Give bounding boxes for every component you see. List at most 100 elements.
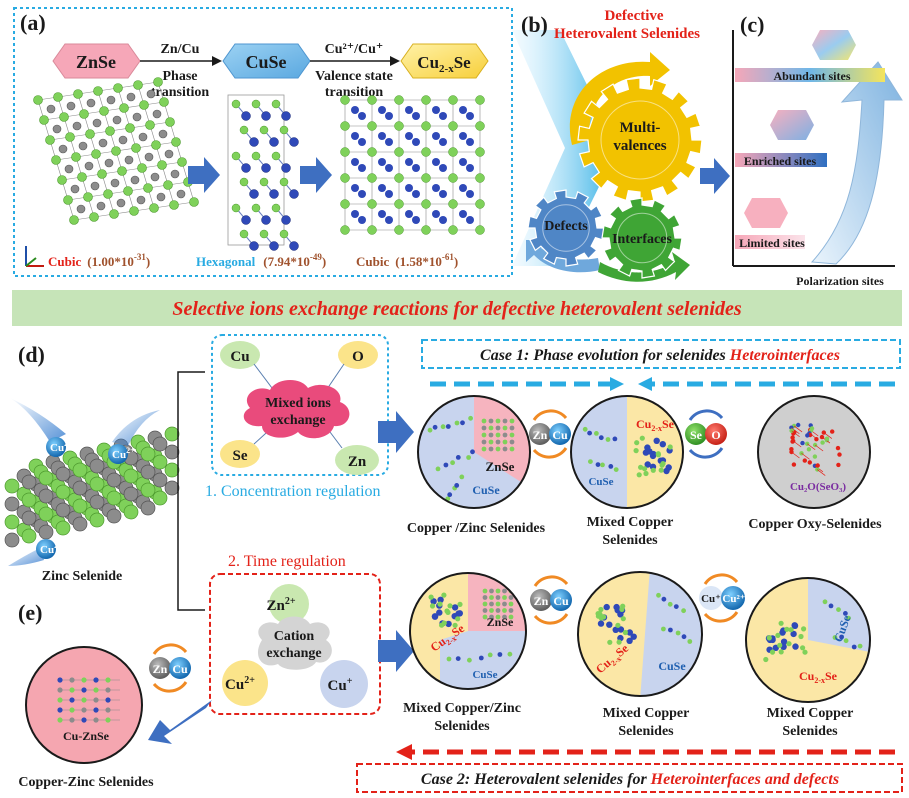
panel-b-title-1: Defective	[604, 8, 663, 24]
hex-exp: -49	[310, 252, 322, 262]
crystal-arrow-2	[300, 157, 332, 193]
cu-ion-3-text: Cu2+	[40, 541, 63, 556]
left-swap-zn-cu-icon	[149, 643, 191, 693]
cation-text-2: exchange	[266, 646, 321, 661]
d-to-circles-arrow	[378, 411, 414, 453]
c-bar-abundant	[735, 68, 885, 82]
cu2xse-sub: 2-x	[439, 63, 454, 75]
gear-multi-text-1: Multi-	[620, 120, 661, 136]
caption-copper-zinc: Copper /Zinc Selenides	[407, 521, 546, 536]
mix-zn-text: Zn	[348, 454, 367, 470]
hex-name: Hexagonal	[196, 254, 256, 269]
circle-copper-oxy-selenides	[757, 395, 871, 509]
cu2xse-base: Cu	[417, 53, 439, 72]
c-bar-enriched	[735, 153, 827, 167]
caption-4-1: Mixed Copper/Zinc	[403, 701, 521, 716]
cycle-arrow-blue	[526, 240, 600, 273]
circle-mixed-copper-selenides	[570, 395, 684, 509]
swap-se-o-icon	[685, 409, 727, 459]
swap-zn-cu-icon	[529, 409, 571, 459]
e-to-circles-arrow	[378, 630, 414, 672]
cubic1-close: )	[146, 254, 150, 269]
mix-o-text: O	[352, 349, 364, 365]
gear-interfaces	[601, 197, 683, 279]
case2-text-b: Heterointerfaces and defects	[650, 771, 839, 788]
cu-ion-tail-1	[10, 398, 66, 442]
gear-defects	[527, 189, 605, 267]
branch-bracket	[177, 371, 205, 611]
znse-hexagon	[52, 43, 141, 79]
znse-label: ZnSe	[76, 52, 116, 72]
left-swap-cu: Cu	[172, 662, 188, 676]
cubic1-exp: -31	[134, 252, 146, 262]
step1-arrowhead	[212, 56, 222, 66]
time-regulation-label: 2. Time regulation	[228, 553, 346, 570]
mix-se-text: Se	[233, 448, 248, 464]
case2-text-a: Case 2: Heterovalent selenides for	[421, 771, 651, 788]
cuse-label: CuSe	[245, 52, 286, 72]
swap4-cu-icon	[699, 573, 745, 623]
crystal-arrow-1	[188, 157, 220, 193]
caption-6-2: Selenides	[782, 724, 838, 739]
mix-o-bubble	[338, 341, 378, 369]
swap3-zn: Zn	[534, 594, 549, 608]
swap4-cu1: Cu⁺	[701, 593, 721, 605]
banner-text: Selective ions exchange reactions for de…	[172, 298, 742, 320]
hex-caption: Hexagonal(7.94*10-49)	[196, 252, 326, 269]
caption-4-2: Selenides	[434, 719, 490, 734]
crystal-cubic-cu2xse	[340, 95, 485, 235]
step1-top: Zn/Cu	[161, 42, 200, 57]
cu-znse-label: Cu-ZnSe	[63, 729, 110, 743]
cu-ion-2	[108, 444, 128, 464]
panel-d: (d) Cu2+ Cu2+ Cu2+ Zinc Selenide Cu O Se…	[4, 334, 901, 611]
panel-e: (e) 2. Time regulation Zn2+ Cation excha…	[18, 553, 903, 793]
zn2-text: Zn2+	[266, 596, 295, 614]
b-to-c-arrow	[700, 158, 730, 194]
step2-bottom-1: Valence state	[315, 69, 393, 84]
step2-bottom-2: transition	[325, 85, 384, 100]
panel-a: (a) ZnSe Zn/Cu Phase transition CuSe Cu²…	[13, 7, 513, 277]
panel-a-label: (a)	[20, 10, 46, 35]
gear-interfaces-text: Interfaces	[612, 232, 672, 247]
cation-cloud	[257, 616, 332, 670]
axes-icon	[25, 246, 44, 267]
cubic2-name: Cubic	[356, 254, 389, 269]
cu2xse-label: Cu2-xSe	[417, 53, 471, 75]
swap3-zn-cu-icon	[530, 575, 572, 625]
cubic2-exp: -61	[442, 252, 454, 262]
cubic2-close: )	[454, 254, 458, 269]
cu2xse-hexagon	[400, 43, 489, 79]
cation-text-1: Cation	[274, 629, 315, 644]
left-swap-zn: Zn	[153, 662, 168, 676]
swap4-cu2: Cu²⁺	[722, 593, 745, 605]
crystal-cubic-znse	[33, 77, 199, 225]
cu-ion-tail-3	[8, 548, 44, 566]
panel-b-label: (b)	[521, 12, 548, 37]
c-hex-mid	[770, 110, 814, 140]
panel-b: (b) Defective Heterovalent Selenides Mul…	[521, 8, 730, 282]
zn2-bubble	[269, 584, 309, 624]
swap3-cu: Cu	[553, 594, 569, 608]
mix-zn-bubble	[335, 445, 379, 475]
mix-cu-text: Cu	[230, 349, 249, 365]
hex-value: (7.94*10	[263, 254, 310, 269]
caption-6-1: Mixed Copper	[767, 706, 854, 721]
banner-bg	[12, 290, 902, 326]
left-caption: Copper-Zinc Selenides	[18, 775, 154, 790]
cubic2-value: (1.58*10	[395, 254, 442, 269]
gear-multivalences	[577, 77, 703, 203]
c-enriched-label: Enriched sites	[744, 154, 817, 168]
caption-oxy: Copper Oxy-Selenides	[748, 517, 882, 532]
mixed-ions-cloud	[243, 379, 350, 439]
case2-box	[356, 763, 903, 793]
panel-e-label: (e)	[18, 600, 42, 625]
c4-cuse: CuSe	[472, 669, 497, 681]
mix-center-text-2: exchange	[270, 413, 325, 428]
panel-c: (c) Abundant sites Enriched sites Limite…	[732, 12, 903, 288]
swap2-se: Se	[690, 428, 703, 442]
c-big-arrow	[810, 61, 903, 265]
cu-ion-1	[46, 437, 66, 457]
swap1-cu: Cu	[552, 428, 568, 442]
step2-top: Cu²⁺/Cu⁺	[325, 42, 384, 57]
